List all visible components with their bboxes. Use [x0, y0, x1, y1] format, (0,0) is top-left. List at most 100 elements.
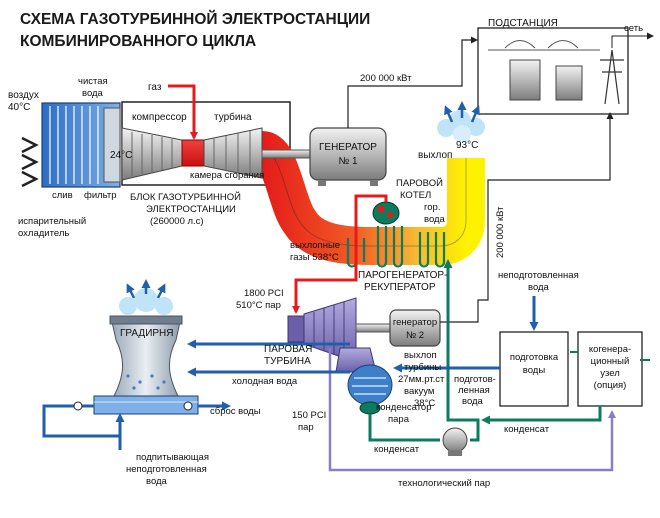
- steam-boiler: [372, 201, 400, 225]
- compressor: [121, 127, 183, 181]
- label-treated-water-b: ленная: [458, 385, 490, 396]
- generator-2-label-b: № 2: [406, 330, 424, 341]
- label-boiler-a: ПАРОВОЙ: [396, 177, 443, 189]
- label-cooling-tower: ГРАДИРНЯ: [120, 328, 174, 339]
- cogen-label-a: когенера-: [589, 344, 631, 355]
- generator-2: генератор № 2: [389, 309, 441, 347]
- label-temp-93: 93°C: [456, 140, 478, 151]
- generator-1: ГЕНЕРАТОР № 1: [309, 127, 387, 186]
- label-hrsg-b: РЕКУПЕРАТОР: [364, 282, 436, 293]
- label-cold-water: холодная вода: [232, 376, 298, 387]
- label-condenser-b: пара: [388, 414, 410, 425]
- steam-turbine: [287, 297, 377, 373]
- cogen-label-b: ционный: [591, 356, 630, 367]
- generator-1-label-b: № 1: [338, 156, 358, 167]
- cogeneration-box: [577, 331, 643, 407]
- power-line-gen2: [440, 112, 614, 323]
- label-turbine-exhaust-c: 27мм.рт.ст: [398, 374, 445, 385]
- label-block-c: (260000 л.с): [150, 216, 204, 227]
- label-steam-150-a: 150 PCI: [292, 410, 326, 421]
- feedwater-line: [443, 259, 480, 442]
- label-exhaust-gases-a: выхлопные: [290, 240, 340, 251]
- label-steam-1800-a: 1800 PCI: [244, 288, 284, 299]
- gt-shaft: [261, 149, 311, 159]
- label-makeup-b: неподготовленная: [126, 464, 207, 475]
- exhaust-duct: [254, 131, 485, 265]
- label-hot-water-b: вода: [424, 214, 446, 225]
- label-grid: сеть: [624, 23, 643, 34]
- combustion-chamber: [181, 139, 205, 167]
- label-untreated-water-b: вода: [528, 282, 550, 293]
- label-steam-turbine-b: ТУРБИНА: [264, 356, 311, 367]
- substation: [477, 27, 629, 115]
- label-evap-cooler-b: охладитель: [18, 228, 69, 239]
- cogen-condensate-arrow: [481, 406, 602, 425]
- label-steam-1800-b: 510°C пар: [236, 300, 281, 311]
- condenser: [347, 364, 393, 415]
- condensate-line: [368, 414, 440, 442]
- label-treated-water-a: подготов-: [454, 374, 496, 385]
- label-water-discharge: сброс воды: [210, 406, 261, 417]
- gas-inlet-arrow: [168, 84, 198, 140]
- power-line-gen1: [347, 36, 478, 128]
- label-evap-cooler-a: испарительный: [18, 216, 86, 227]
- label-steam-150-b: пар: [298, 422, 314, 433]
- label-turbine-exhaust-d: вакуум: [404, 386, 434, 397]
- label-turbine-exhaust-e: 38°C: [414, 398, 435, 409]
- label-exhaust: выхлоп: [418, 150, 452, 161]
- makeup-loop: [42, 404, 120, 438]
- gas-turbine: [203, 127, 263, 179]
- water-basin: [93, 395, 199, 415]
- label-condenser-a: конденсатор: [376, 402, 432, 413]
- label-exhaust-gases-b: газы 538°C: [290, 252, 339, 263]
- label-drain: слив: [52, 190, 73, 201]
- label-substation: ПОДСТАНЦИЯ: [488, 18, 558, 29]
- label-hot-water-a: гор.: [424, 202, 440, 213]
- label-turbine-exhaust-b: турбины: [404, 362, 441, 373]
- label-steam-turbine-a: ПАРОВАЯ: [264, 344, 312, 355]
- label-air: воздух: [8, 90, 39, 101]
- label-untreated-water-a: неподготовленная: [498, 270, 579, 281]
- generator-2-label-a: генератор: [393, 317, 437, 328]
- evaporative-cooler: [41, 102, 121, 188]
- label-filter: фильтр: [84, 190, 117, 201]
- label-turbine: турбина: [214, 111, 252, 123]
- tower-steam-cloud: [119, 288, 173, 315]
- label-block-b: ЭЛЕКТРОСТАНЦИИ: [146, 204, 236, 215]
- title-line-2: КОМБИНИРОВАННОГО ЦИКЛА: [20, 33, 256, 50]
- cogen-label-d: (опция): [594, 380, 627, 391]
- label-turbine-exhaust-a: выхлоп: [404, 350, 437, 361]
- label-power-200k-side: 200 000 кВт: [495, 206, 506, 258]
- cooling-tower: [109, 315, 183, 397]
- label-air-temp: 40°C: [8, 102, 30, 113]
- label-condensate-pump: конденсат: [374, 444, 420, 455]
- condensate-pump: [442, 427, 468, 456]
- grid-line: [611, 32, 654, 48]
- water-prep-box: [499, 331, 569, 407]
- generator-1-label-a: ГЕНЕРАТОР: [319, 142, 377, 153]
- water-prep-label-a: подготовка: [510, 352, 559, 363]
- exhaust-steam-arrows: [444, 101, 480, 123]
- label-boiler-b: КОТЕЛ: [400, 190, 431, 201]
- label-makeup-a: подпитывающая: [136, 452, 209, 463]
- air-inlet-arrows: [21, 136, 39, 188]
- label-treated-water-c: вода: [462, 396, 484, 407]
- label-block-a: БЛОК ГАЗОТУРБИННОЙ: [130, 191, 241, 203]
- label-makeup-c: вода: [146, 476, 168, 487]
- tower-steam-arrows: [126, 279, 166, 299]
- water-prep-label-b: воды: [523, 365, 546, 376]
- label-hrsg-a: ПАРОГЕНЕРАТОР-: [358, 270, 447, 281]
- label-temp-24: 24°C: [110, 150, 132, 161]
- exhaust-steam-cloud: [437, 110, 485, 143]
- label-compressor: компрессор: [132, 112, 187, 123]
- label-clean-water-b: вода: [82, 88, 104, 99]
- label-condensate-right: конденсат: [504, 424, 550, 435]
- hp-steam-line: [292, 194, 388, 314]
- label-clean-water-a: чистая: [78, 76, 108, 87]
- label-process-steam: технологический пар: [398, 478, 490, 489]
- cogen-label-c: узел: [600, 368, 620, 379]
- exhaust-duct-center: [261, 149, 467, 247]
- title-line-1: СХЕМА ГАЗОТУРБИННОЙ ЭЛЕКТРОСТАНЦИИ: [20, 10, 370, 28]
